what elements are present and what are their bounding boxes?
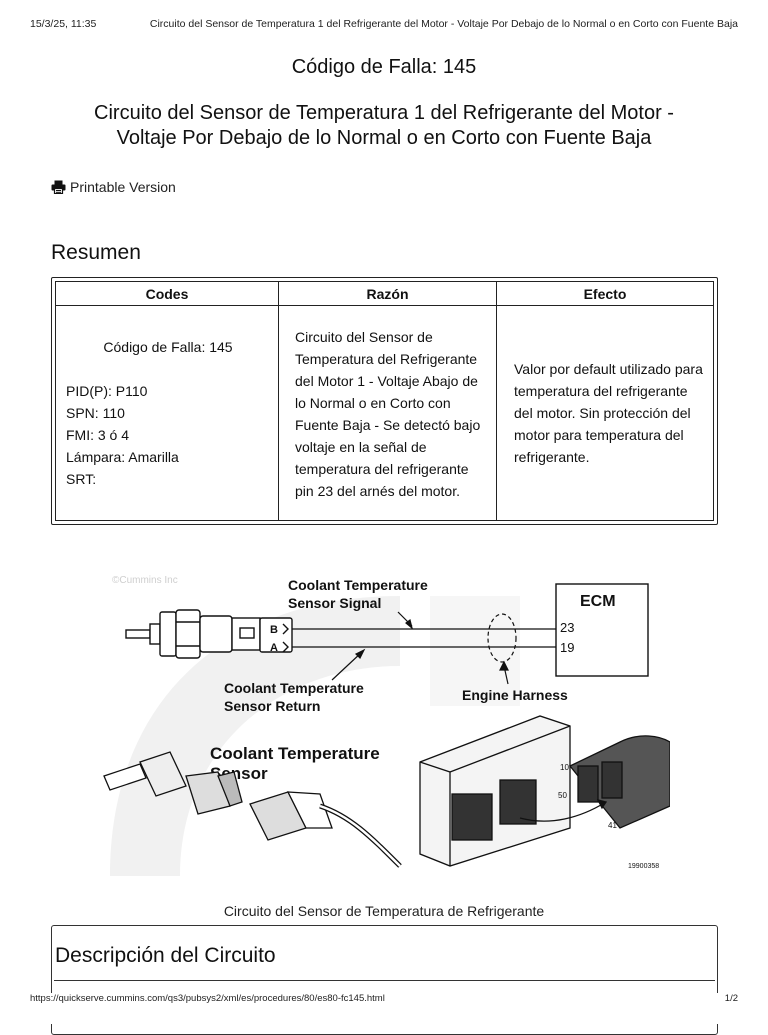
srt-value: SRT:	[66, 471, 97, 487]
sub-title: Circuito del Sensor de Temperatura 1 del…	[40, 101, 728, 151]
connector-pin-41: 41	[608, 821, 617, 830]
codes-cell: Código de Falla: 145 PID(P): P110 SPN: 1…	[55, 305, 279, 521]
watermark-text: ©Cummins Inc	[112, 575, 178, 586]
sub-title-line-1: Circuito del Sensor de Temperatura 1 del…	[94, 102, 674, 124]
summary-table-wrapper: Codes Razón Efecto Código de Falla: 145 …	[51, 277, 718, 525]
sensor-label-line-1: Coolant Temperature	[210, 744, 380, 763]
engine-harness-marker	[487, 613, 517, 663]
signal-label-line-2: Sensor Signal	[288, 595, 381, 611]
print-url: https://quickserve.cummins.com/qs3/pubsy…	[30, 993, 385, 1004]
print-footer: https://quickserve.cummins.com/qs3/pubsy…	[30, 993, 738, 1024]
circuit-diagram: ©Cummins Inc B A ECM 23 19 Coolant Tempe…	[100, 566, 670, 881]
pin-a-label: A	[270, 642, 278, 654]
pid-value: PID(P): P110	[66, 383, 148, 399]
pin-19-label: 19	[560, 640, 574, 655]
printable-version-label[interactable]: Printable Version	[70, 179, 176, 195]
header-efecto: Efecto	[496, 281, 714, 306]
header-codes: Codes	[55, 281, 279, 306]
return-label-line-2: Sensor Return	[224, 698, 320, 714]
print-date: 15/3/25, 11:35	[30, 18, 97, 30]
spn-value: SPN: 110	[66, 405, 125, 421]
efecto-cell: Valor por default utilizado para tempera…	[496, 305, 714, 521]
pin-b-label: B	[270, 624, 278, 636]
ecm-box: ECM 23 19	[555, 583, 649, 677]
signal-label-line-1: Coolant Temperature	[288, 577, 428, 593]
sub-title-line-2: Voltaje Por Debajo de lo Normal o en Cor…	[116, 127, 652, 149]
background-watermark-shapes	[110, 596, 520, 876]
summary-heading: Resumen	[51, 241, 141, 264]
page-title: Código de Falla: 145	[291, 56, 477, 78]
printable-version-link[interactable]: Printable Version	[51, 179, 176, 195]
return-label-line-1: Coolant Temperature	[224, 680, 364, 696]
print-page-number: 1/2	[724, 993, 738, 1004]
sensor-top-drawing: B A	[125, 609, 293, 659]
printer-icon	[51, 180, 66, 194]
lamp-value: Lámpara: Amarilla	[66, 449, 179, 465]
razon-cell: Circuito del Sensor de Temperatura del R…	[278, 305, 497, 521]
divider	[54, 980, 715, 981]
ecm-label: ECM	[580, 593, 616, 610]
summary-header-row: Codes Razón Efecto	[55, 281, 714, 306]
sensor-bottom-drawing	[103, 751, 402, 868]
print-doc-title: Circuito del Sensor de Temperatura 1 del…	[149, 18, 738, 30]
fmi-value: FMI: 3 ó 4	[66, 427, 130, 443]
summary-table: Codes Razón Efecto Código de Falla: 145 …	[55, 281, 714, 521]
circuit-description-heading: Descripción del Circuito	[55, 944, 276, 967]
ecm-module-drawing	[419, 715, 670, 867]
label-arrows	[331, 611, 509, 685]
fault-code: Código de Falla: 145	[103, 339, 233, 355]
harness-label: Engine Harness	[462, 687, 568, 703]
connector-pin-10: 10	[560, 763, 569, 772]
diagram-caption: Circuito del Sensor de Temperatura de Re…	[223, 903, 545, 919]
print-header: 15/3/25, 11:35 Circuito del Sensor de Te…	[30, 18, 738, 30]
pin-23-label: 23	[560, 620, 574, 635]
connector-pin-50: 50	[558, 791, 567, 800]
wires	[292, 628, 556, 648]
header-razon: Razón	[278, 281, 497, 306]
figure-id: 19900358	[628, 863, 659, 870]
summary-row: Código de Falla: 145 PID(P): P110 SPN: 1…	[55, 305, 714, 521]
